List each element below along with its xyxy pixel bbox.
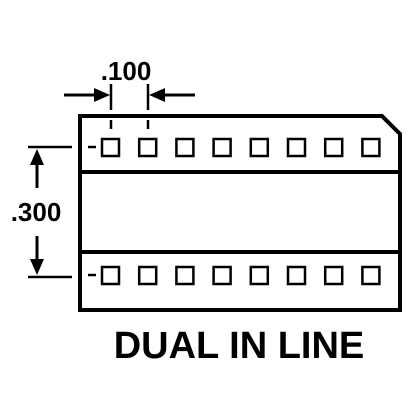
bottom-pin-6 [286,265,307,286]
top-pin-7 [323,137,344,158]
pitch-dimension: .100 [64,56,195,129]
top-pin-2 [137,137,158,158]
top-pin-1 [100,137,121,158]
bottom-pin-8 [361,265,381,286]
bottom-pin-2 [137,265,158,286]
top-pin-4 [212,137,232,158]
bottom-pin-1 [100,265,121,286]
row-spacing-label: .300 [11,197,62,227]
row-spacing-arrow-top-head [30,149,44,165]
row-spacing-arrow-bottom-head [30,259,44,275]
pitch-label: .100 [101,56,152,86]
top-pin-3 [175,137,195,158]
bottom-pin-7 [323,265,344,286]
pitch-arrow-left-head [94,88,110,102]
bottom-pin-4 [212,265,232,286]
package-body-outline [78,114,402,312]
top-pin-row [100,137,381,158]
bottom-pin-3 [175,265,195,286]
row-spacing-dimension: .300 [11,145,72,279]
top-pin-8 [361,137,381,158]
top-pin-5 [249,137,270,158]
bottom-pin-row [100,265,381,286]
pitch-arrow-right-head [149,88,165,102]
package-caption: DUAL IN LINE [114,325,365,367]
top-pin-6 [286,137,307,158]
bottom-pin-5 [249,265,270,286]
